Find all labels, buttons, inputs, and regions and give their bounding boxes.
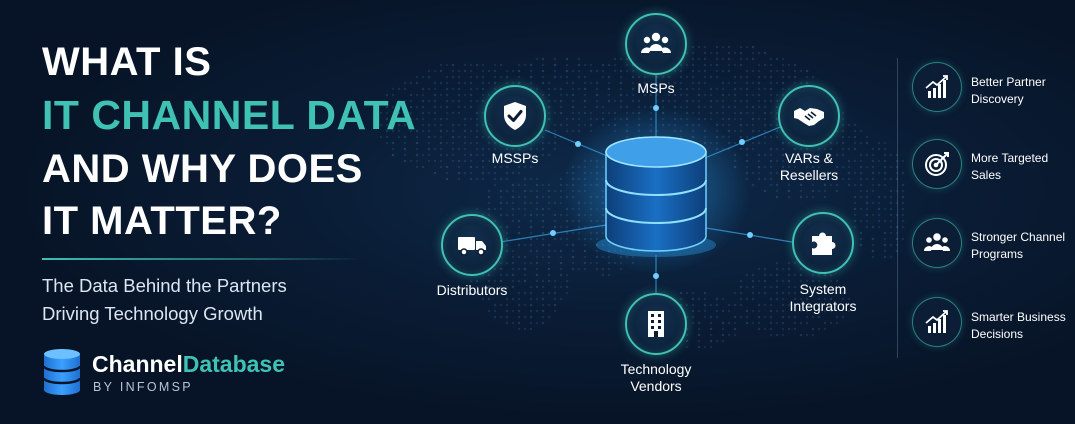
node-label-technology-vendors: Technology Vendors xyxy=(606,361,706,395)
node-label-tv-line-2: Vendors xyxy=(630,378,682,394)
benefits-divider xyxy=(897,58,898,358)
puzzle-icon xyxy=(812,232,836,255)
node-label-distributors: Distributors xyxy=(422,282,522,299)
node-label-mssps: MSSPs xyxy=(465,150,565,167)
node-label-si-line-2: Integrators xyxy=(789,298,857,314)
subtitle-line-2: Driving Technology Growth xyxy=(42,303,263,324)
node-system-integrators xyxy=(792,212,854,274)
node-label-vars-resellers: VARs & Resellers xyxy=(759,150,859,184)
handshake-icon xyxy=(794,108,824,126)
node-msps xyxy=(625,13,687,75)
node-label-mssps-line-1: MSSPs xyxy=(491,150,539,166)
brand-tagline: BY INFOMSP xyxy=(93,380,193,394)
benefit-sales-line-1: More Targeted xyxy=(971,151,1049,165)
benefit-sales-line-2: Sales xyxy=(971,168,1002,182)
node-label-msps: MSPs xyxy=(606,80,706,97)
benefit-discovery-line-1: Better Partner xyxy=(971,75,1046,89)
subtitle-line-1: The Data Behind the Partners xyxy=(42,275,287,296)
node-technology-vendors xyxy=(625,293,687,355)
benefit-icon-targeted-sales xyxy=(912,139,962,189)
node-label-system-integrators: System Integrators xyxy=(773,281,873,315)
node-label-msps-line-1: MSPs xyxy=(637,80,675,96)
database-logo-icon xyxy=(42,349,82,395)
node-distributors xyxy=(441,214,503,276)
benefit-icon-channel-programs xyxy=(912,218,962,268)
target-icon xyxy=(925,152,949,176)
node-label-vars-line-1: VARs & xyxy=(785,150,833,166)
benefit-decisions-line-1: Smarter Business xyxy=(971,310,1066,324)
growth-chart-icon xyxy=(925,310,948,333)
group-icon xyxy=(924,233,950,251)
title-divider xyxy=(42,258,362,260)
brand-name-part-2: Database xyxy=(182,351,286,377)
growth-chart-icon xyxy=(925,75,948,98)
node-vars-resellers xyxy=(778,85,840,147)
truck-icon xyxy=(458,237,486,256)
benefit-icon-discovery xyxy=(912,62,962,112)
node-label-si-line-1: System xyxy=(799,281,847,297)
brand-name-part-1: Channel xyxy=(92,351,183,377)
shield-check-icon xyxy=(504,102,526,130)
headline-line-2: IT CHANNEL DATA xyxy=(42,92,417,138)
node-mssps xyxy=(484,85,546,147)
benefit-icon-business-decisions xyxy=(912,297,962,347)
group-icon xyxy=(641,32,671,53)
benefit-label-targeted-sales: More Targeted Sales xyxy=(971,150,1071,184)
benefit-decisions-line-2: Decisions xyxy=(971,327,1024,341)
benefit-programs-line-2: Programs xyxy=(971,247,1024,261)
benefit-programs-line-1: Stronger Channel xyxy=(971,230,1066,244)
headline-line-3: AND WHY DOES xyxy=(42,147,363,191)
benefit-label-business-decisions: Smarter Business Decisions xyxy=(971,309,1071,343)
node-label-vars-line-2: Resellers xyxy=(779,167,839,183)
headline-line-1: WHAT IS xyxy=(42,40,212,84)
database-icon xyxy=(561,105,751,275)
node-label-distributors-line-1: Distributors xyxy=(436,282,508,298)
building-icon xyxy=(648,311,664,337)
benefit-discovery-line-2: Discovery xyxy=(971,92,1024,106)
benefit-label-channel-programs: Stronger Channel Programs xyxy=(971,229,1071,263)
headline-line-4: IT MATTER? xyxy=(42,199,282,243)
brand-name: ChannelDatabase xyxy=(92,351,285,378)
node-label-tv-line-1: Technology xyxy=(620,361,692,377)
benefit-label-discovery: Better Partner Discovery xyxy=(971,74,1071,108)
